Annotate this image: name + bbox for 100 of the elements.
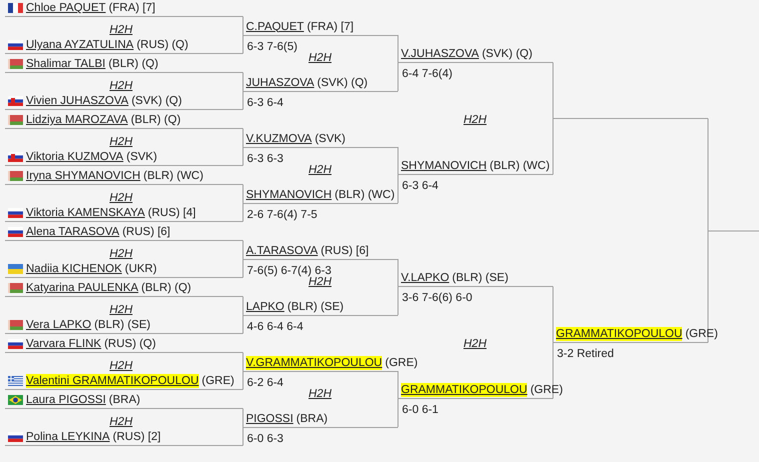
h2h-link: H2H	[308, 163, 332, 177]
score-text: 6-3 7-6(5)	[247, 40, 298, 54]
country-seed-text: (BRA)	[296, 412, 328, 426]
country-seed-text: (SVK) (Q)	[317, 76, 368, 90]
bracket-slot	[5, 224, 243, 241]
score-text: 7-6(5) 6-7(4) 6-3	[247, 264, 332, 277]
player-link: JUHASZOVA	[246, 76, 314, 90]
country-seed-text: (BRA)	[108, 393, 140, 407]
country-seed-text: (BLR) (Q)	[108, 57, 158, 71]
h2h-link: H2H	[110, 303, 132, 317]
bracket-line	[242, 72, 244, 92]
player-link: V.LAPKO	[401, 271, 450, 285]
score-text: 2-6 7-6(4) 7-5	[247, 208, 318, 222]
country-seed-text: (SVK)	[126, 150, 158, 164]
bracket-slot	[5, 280, 243, 297]
bracket-line	[242, 258, 244, 278]
score-text: 4-6 6-4 6-4	[247, 320, 304, 334]
bracket-slot	[398, 270, 553, 287]
country-seed-text: (BLR) (SE)	[452, 271, 508, 285]
bracket-slot	[5, 336, 243, 353]
country-seed-text: (FRA) [7]	[108, 1, 156, 15]
h2h-link: H2H	[110, 359, 132, 373]
player-link: GRAMMATIKOPOULOU	[556, 327, 682, 341]
score-text: 6-3 6-4	[402, 179, 438, 193]
country-seed-text: (UKR)	[124, 262, 157, 276]
h2h-link: H2H	[110, 415, 132, 429]
bracket-slot	[5, 37, 243, 54]
player-link: Lidziya MAROZAVA	[26, 113, 128, 127]
country-seed-text: (BLR) (WC)	[490, 159, 550, 173]
score-text: 6-2 6-4	[247, 376, 284, 390]
bracket-slot	[5, 429, 243, 446]
bracket-line	[552, 286, 554, 343]
bracket-slot	[5, 317, 243, 334]
bracket-line	[552, 62, 554, 119]
player-link: V.GRAMMATIKOPOULOU	[246, 356, 382, 370]
player-link: Viktoria KUZMOVA	[26, 150, 124, 164]
bracket-slot	[5, 373, 243, 390]
player-link: Valentini GRAMMATIKOPOULOU	[26, 374, 199, 388]
country-seed-text: (GRE)	[202, 374, 234, 388]
country-seed-text: (BLR) (Q)	[141, 281, 192, 295]
bracket-slot	[243, 410, 398, 428]
h2h-link: H2H	[110, 135, 132, 149]
country-seed-text: (BLR) (WC)	[143, 169, 204, 183]
h2h-link: H2H	[110, 191, 132, 205]
country-seed-text: (FRA) [7]	[306, 20, 354, 34]
bracket-slot	[243, 242, 398, 260]
bracket-line	[708, 230, 759, 343]
bracket-line	[242, 184, 244, 204]
bracket-slot	[243, 74, 398, 92]
player-link: Iryna SHYMANOVICH	[26, 169, 140, 183]
bracket-slot	[243, 298, 398, 316]
player-link: SHYMANOVICH	[246, 188, 332, 202]
country-seed-text: (BLR) (Q)	[130, 113, 181, 127]
h2h-link: H2H	[110, 79, 132, 93]
bracket-line	[242, 314, 244, 334]
player-link: A.TARASOVA	[246, 244, 318, 258]
score-text: 6-3 6-4	[247, 96, 284, 110]
bracket-line	[242, 90, 244, 110]
country-seed-text: (SVK) (Q)	[131, 94, 182, 108]
player-link: Katyarina PAULENKA	[26, 281, 138, 295]
player-link: Varvara FLINK	[26, 337, 102, 351]
bracket-slot	[243, 18, 398, 36]
country-seed-text: (BLR) (WC)	[334, 188, 395, 202]
country-seed-text: (RUS) [6]	[320, 244, 369, 258]
bracket-line	[242, 34, 244, 54]
bracket-slot	[5, 205, 243, 222]
h2h-link: H2H	[110, 23, 132, 37]
country-seed-text: (SVK)	[314, 132, 346, 146]
bracket-slot	[5, 261, 243, 278]
bracket-line	[242, 408, 244, 428]
player-link: SHYMANOVICH	[401, 159, 487, 173]
player-link: LAPKO	[246, 300, 284, 314]
bracket-slot	[5, 392, 243, 409]
country-seed-text: (RUS) (Q)	[136, 38, 188, 52]
h2h-link: H2H	[464, 337, 486, 351]
player-link: Vivien JUHASZOVA	[26, 94, 128, 108]
bracket-slot	[5, 56, 243, 73]
h2h-link: H2H	[308, 387, 332, 401]
score-text: 6-0 6-3	[247, 432, 284, 446]
bracket-line	[552, 118, 554, 175]
player-link: Ulyana AYZATULINA	[26, 38, 134, 52]
country-seed-text: (BLR) (SE)	[94, 318, 150, 332]
bracket-line	[242, 128, 244, 148]
country-seed-text: (GRE)	[685, 327, 718, 341]
bracket-slot	[5, 93, 243, 110]
player-link: Alena TARASOVA	[26, 225, 120, 239]
country-seed-text: (RUS) (Q)	[104, 337, 156, 351]
player-link: Polina LEYKINA	[26, 430, 110, 444]
player-link: GRAMMATIKOPOULOU	[401, 383, 528, 397]
player-link: Chloe PAQUET	[26, 1, 106, 15]
bracket-slot	[243, 130, 398, 148]
bracket-line	[242, 296, 244, 316]
bracket-slot	[398, 46, 553, 63]
bracket-slot	[398, 158, 553, 175]
bracket-line	[242, 370, 244, 390]
player-link: C.PAQUET	[246, 20, 304, 34]
player-link: Vera LAPKO	[26, 318, 92, 332]
h2h-link: H2H	[464, 113, 486, 127]
player-link: Laura PIGOSSI	[26, 393, 106, 407]
score-text: 3-6 7-6(6) 6-0	[402, 291, 472, 305]
